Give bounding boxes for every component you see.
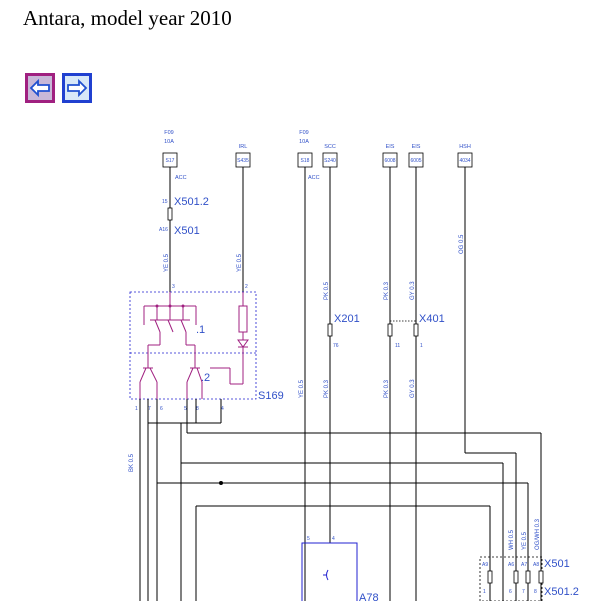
fuse-box-1-label: S17 bbox=[166, 158, 175, 164]
svg-text:4: 4 bbox=[332, 536, 335, 542]
svg-text:6: 6 bbox=[160, 406, 163, 412]
pin-15-label: 15 bbox=[162, 199, 168, 205]
svg-text:A8: A8 bbox=[533, 562, 539, 568]
svg-text:PK 0.3: PK 0.3 bbox=[324, 379, 330, 398]
svg-text:PK 0.3: PK 0.3 bbox=[384, 281, 390, 300]
fuse-box-6-label: 6005 bbox=[410, 158, 421, 164]
svg-text:1: 1 bbox=[135, 406, 138, 412]
svg-text:A78: A78 bbox=[359, 592, 379, 601]
svg-text:ACC: ACC bbox=[175, 175, 187, 181]
connector-x501-pin bbox=[167, 207, 173, 221]
svg-text:YE 0.5: YE 0.5 bbox=[237, 253, 243, 272]
fuse-label-1: F09 10A ACC bbox=[164, 130, 187, 181]
arrow-right-icon bbox=[67, 78, 88, 98]
svg-text:OG 0.5: OG 0.5 bbox=[459, 234, 465, 254]
fuse-label-4: SCC bbox=[324, 144, 336, 150]
svg-text:5: 5 bbox=[307, 536, 310, 542]
svg-text:GY 0.3: GY 0.3 bbox=[410, 379, 416, 398]
x401-pin-a-label: 11 bbox=[395, 343, 400, 349]
svg-text:HSH: HSH bbox=[459, 144, 471, 150]
svg-text:7: 7 bbox=[148, 406, 151, 412]
x201-pin-label: 76 bbox=[333, 343, 339, 349]
svg-text:5: 5 bbox=[184, 406, 187, 412]
svg-text:7: 7 bbox=[522, 589, 525, 595]
svg-text:10A: 10A bbox=[299, 139, 309, 145]
fuse-box-2-label: S435 bbox=[237, 158, 249, 164]
lower-wires bbox=[139, 399, 542, 601]
svg-text:YE 0.5: YE 0.5 bbox=[299, 379, 305, 398]
back-button[interactable] bbox=[25, 73, 55, 103]
s169-label: S169 bbox=[258, 390, 284, 402]
fuse-box-5-label: 6008 bbox=[384, 158, 395, 164]
svg-text:IRL: IRL bbox=[239, 144, 248, 150]
svg-text:1: 1 bbox=[483, 589, 486, 595]
svg-text:SCC: SCC bbox=[324, 144, 336, 150]
pin-a16-label: A16 bbox=[159, 227, 168, 233]
vertical-wires bbox=[169, 167, 466, 601]
svg-text:A6: A6 bbox=[508, 562, 514, 568]
fuse-label-7: HSH bbox=[459, 144, 471, 150]
svg-text:X501.2: X501.2 bbox=[544, 586, 579, 598]
switch-block-s169: S169 3 2 .1 .2 bbox=[129, 284, 284, 412]
connector-x501-2-label: X501.2 bbox=[174, 196, 209, 208]
fuse-label-6: EIS bbox=[412, 144, 421, 150]
connector-x401-pin-b bbox=[413, 323, 419, 337]
svg-text:6: 6 bbox=[509, 589, 512, 595]
lower-block-a78: 5 4 A78 bbox=[301, 536, 379, 601]
svg-text:EIS: EIS bbox=[386, 144, 395, 150]
svg-text:F09: F09 bbox=[164, 130, 173, 136]
svg-text:.2: .2 bbox=[201, 372, 210, 384]
svg-text:GY 0.3: GY 0.3 bbox=[410, 281, 416, 300]
svg-text:8: 8 bbox=[534, 589, 537, 595]
junction-dot bbox=[219, 481, 223, 485]
page-title: Antara, model year 2010 bbox=[23, 6, 232, 30]
wire-labels: YE 0.5 YE 0.5 PK 0.5 PK 0.3 GY 0.3 OG 0.… bbox=[129, 234, 541, 550]
connector-x501-right: A9 A6 A7 A8 1 6 7 8 X501 X501.2 bbox=[479, 556, 579, 601]
svg-text:BK 0.5: BK 0.5 bbox=[129, 453, 135, 472]
connector-x401-label: X401 bbox=[419, 313, 445, 325]
svg-text:8: 8 bbox=[196, 406, 199, 412]
arrow-left-icon bbox=[29, 78, 50, 98]
svg-text:.1: .1 bbox=[196, 324, 205, 336]
svg-text:X501: X501 bbox=[544, 558, 570, 570]
fuse-label-3: F09 10A ACC bbox=[299, 130, 320, 181]
fuse-box-7-label: 4034 bbox=[459, 158, 470, 164]
svg-text:4: 4 bbox=[221, 406, 224, 412]
svg-text:F09: F09 bbox=[299, 130, 308, 136]
svg-text:EIS: EIS bbox=[412, 144, 421, 150]
connector-x501-label: X501 bbox=[174, 225, 200, 237]
fuse-label-2: IRL bbox=[239, 144, 248, 150]
svg-text:PK 0.3: PK 0.3 bbox=[384, 379, 390, 398]
connector-x201-pin bbox=[327, 323, 333, 337]
svg-text:3: 3 bbox=[172, 284, 175, 290]
svg-text:2: 2 bbox=[245, 284, 248, 290]
svg-text:WH 0.5: WH 0.5 bbox=[509, 529, 515, 550]
fuse-label-5: EIS bbox=[386, 144, 395, 150]
svg-text:10A: 10A bbox=[164, 139, 174, 145]
svg-text:ACC: ACC bbox=[308, 175, 320, 181]
svg-text:YE 0.5: YE 0.5 bbox=[522, 531, 528, 550]
svg-text:YE 0.5: YE 0.5 bbox=[164, 253, 170, 272]
x401-pin-b-label: 1 bbox=[420, 343, 423, 349]
fuse-box-3-label: S18 bbox=[301, 158, 310, 164]
svg-text:A9: A9 bbox=[482, 562, 488, 568]
fuse-box-4-label: S240 bbox=[324, 158, 336, 164]
connector-x401-pin-a bbox=[387, 323, 393, 337]
svg-text:PK 0.5: PK 0.5 bbox=[324, 281, 330, 300]
forward-button[interactable] bbox=[62, 73, 92, 103]
svg-text:OG/WH 0.3: OG/WH 0.3 bbox=[535, 518, 541, 550]
connector-x201-label: X201 bbox=[334, 313, 360, 325]
svg-text:A7: A7 bbox=[521, 562, 527, 568]
